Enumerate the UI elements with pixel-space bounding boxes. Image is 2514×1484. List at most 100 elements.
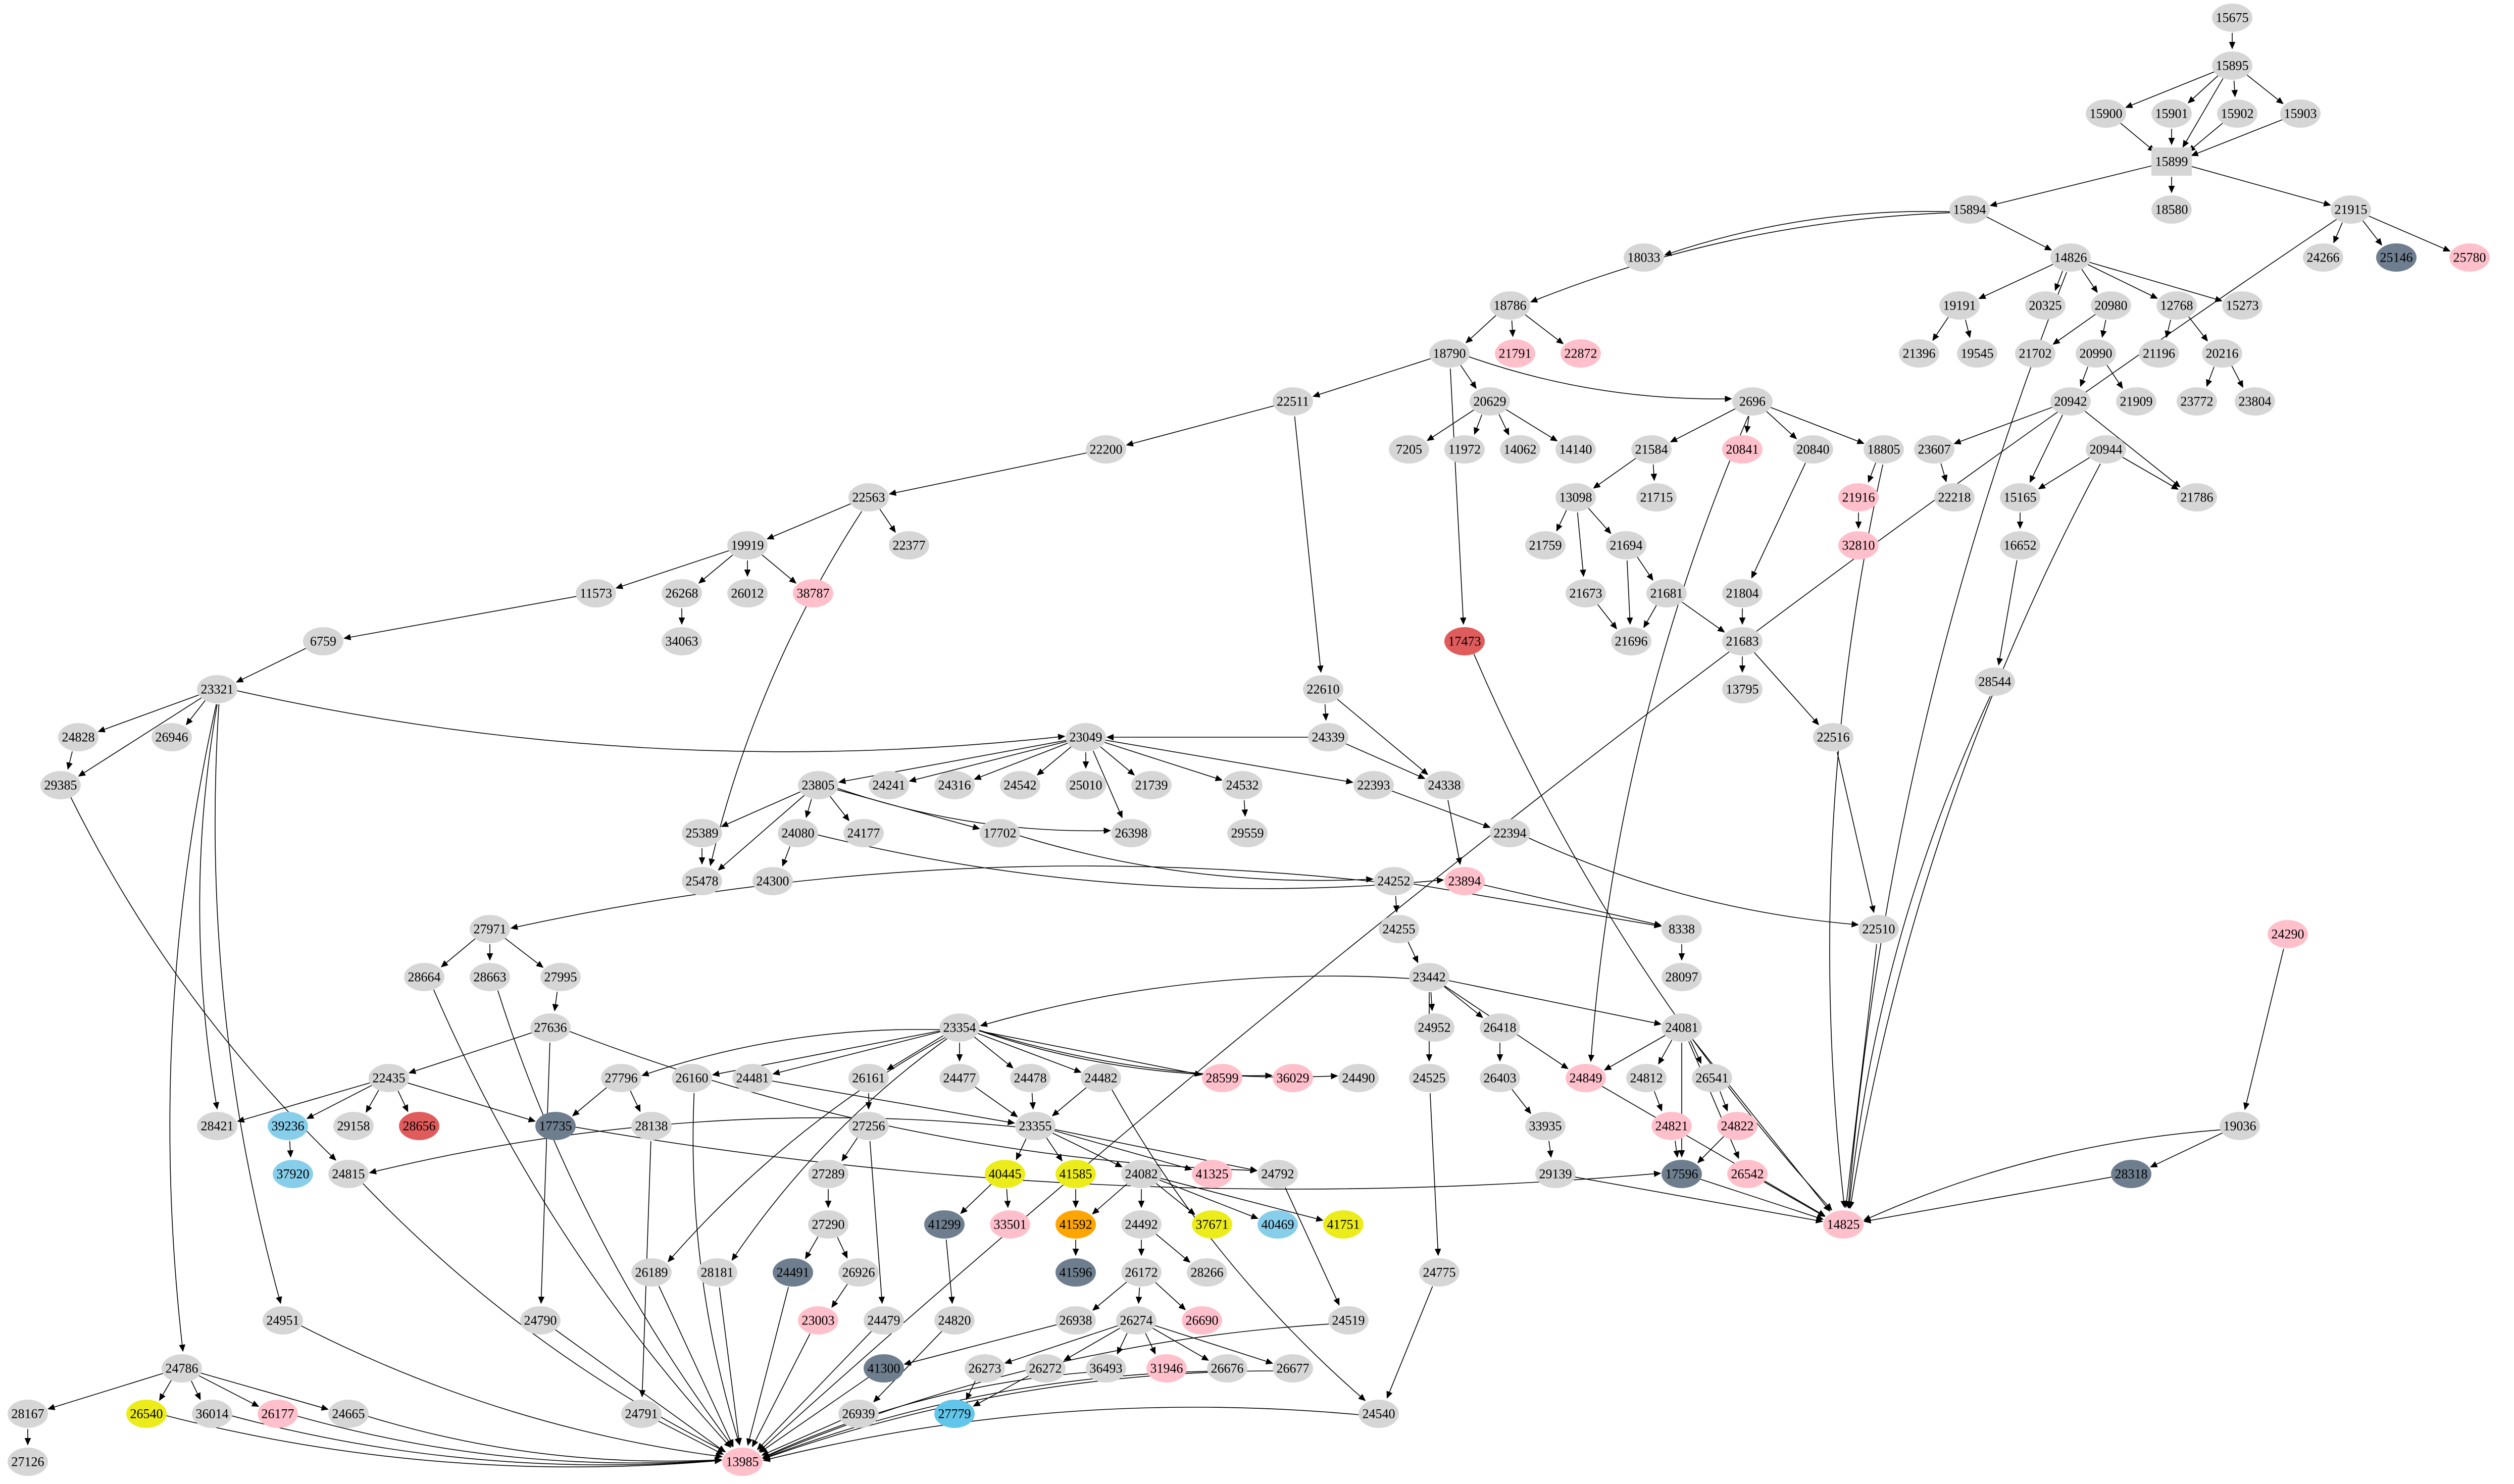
node-ellipse-shape: [1722, 675, 1763, 703]
edge-23321-24828: [97, 694, 202, 733]
node-18790: 18790: [1429, 339, 1470, 368]
node-ellipse-shape: [1328, 1306, 1369, 1335]
edge-19036-14825: [1863, 1129, 2224, 1221]
node-label: 40469: [1262, 1217, 1294, 1232]
node-36014: 36014: [192, 1400, 232, 1428]
edge-23049-22393: [1102, 739, 1354, 785]
node-ellipse-shape: [934, 1400, 975, 1428]
node-24849: 24849: [1566, 1064, 1606, 1092]
node-26172: 26172: [1121, 1258, 1162, 1287]
node-label: 21916: [1842, 490, 1875, 505]
edge-19919-11573: [615, 549, 731, 589]
node-ellipse-shape: [1379, 915, 1419, 943]
edge-22435-39236: [306, 1084, 374, 1119]
edge-17735-17596: [572, 1126, 1662, 1190]
edge-33935-29139: [1547, 1141, 1553, 1158]
node-ellipse-shape: [1662, 1013, 1702, 1042]
edge-14826-19191: [1978, 263, 2055, 299]
node-38787: 38787: [793, 579, 833, 607]
node-ellipse-shape: [672, 1064, 712, 1092]
node-26012: 26012: [727, 579, 768, 607]
edge-26541-24822: [1720, 1091, 1728, 1112]
node-ellipse-shape: [662, 579, 702, 607]
node-22510: 22510: [1858, 915, 1899, 943]
edge-26189-13985: [658, 1286, 734, 1447]
node-19919: 19919: [727, 531, 768, 559]
edge-18790-22511: [1312, 357, 1433, 398]
edge-15895-15901: [2187, 75, 2219, 104]
node-21694: 21694: [1606, 531, 1646, 559]
node-ellipse-shape: [621, 1400, 662, 1428]
node-ellipse-shape: [1055, 1258, 1096, 1287]
node-24828: 24828: [58, 723, 98, 751]
node-label: 41300: [868, 1361, 900, 1376]
node-label: 41751: [1327, 1217, 1360, 1232]
node-ellipse-shape: [1692, 1064, 1732, 1092]
node-ellipse-shape: [808, 1210, 848, 1239]
node-28664: 28664: [404, 963, 444, 991]
edge-23049-24241: [909, 740, 1070, 783]
node-ellipse-shape: [1636, 483, 1677, 511]
node-label: 24252: [1378, 874, 1411, 889]
node-label: 27256: [852, 1119, 885, 1134]
edge-27256-24479: [869, 1141, 885, 1304]
node-label: 24338: [1428, 778, 1461, 793]
node-ellipse-shape: [793, 579, 833, 607]
node-label: 15900: [2090, 107, 2123, 121]
node-ellipse-shape: [1055, 1306, 1096, 1335]
node-24477: 24477: [939, 1064, 980, 1092]
node-24812: 24812: [1626, 1064, 1667, 1092]
node-24952: 24952: [1414, 1013, 1454, 1042]
edge-23894-8338: [1481, 884, 1662, 927]
edge-14826-12768: [2086, 263, 2158, 299]
edge-23805-25389: [721, 790, 802, 827]
node-label: 23772: [2181, 394, 2214, 409]
node-ellipse-shape: [530, 1013, 571, 1042]
node-ellipse-shape: [697, 1258, 737, 1287]
node-27126: 27126: [8, 1448, 48, 1476]
node-label: 34063: [666, 634, 698, 649]
node-41300: 41300: [864, 1354, 904, 1383]
edge-26172-26274: [1135, 1287, 1142, 1304]
node-label: 24821: [1655, 1119, 1688, 1134]
edge-19919-38787: [761, 554, 797, 584]
node-ellipse-shape: [1207, 1354, 1247, 1383]
node-ellipse-shape: [1258, 1210, 1298, 1239]
node-21696: 21696: [1611, 627, 1651, 655]
node-label: 28421: [201, 1119, 234, 1134]
edge-24821-17596: [1673, 1141, 1680, 1158]
node-29385: 29385: [40, 771, 81, 799]
edge-23442-26418: [1443, 985, 1483, 1018]
node-label: 28266: [1191, 1265, 1224, 1280]
node-ellipse-shape: [2217, 99, 2257, 128]
node-ellipse-shape: [1131, 771, 1172, 799]
node-ellipse-shape: [1626, 1064, 1667, 1092]
node-label: 25146: [2380, 250, 2413, 265]
node-label: 26938: [1060, 1313, 1092, 1328]
edge-20944-15165: [2038, 456, 2091, 490]
node-label: 23355: [1019, 1119, 1052, 1134]
edge-39236-37920: [287, 1141, 294, 1158]
node-label: 15901: [2155, 107, 2188, 121]
edge-22563-25478: [709, 511, 863, 866]
node-label: 22563: [852, 490, 885, 505]
node-28656: 28656: [399, 1112, 439, 1140]
node-24792: 24792: [1258, 1160, 1298, 1188]
node-ellipse-shape: [1444, 867, 1485, 895]
node-label: 7205: [1396, 442, 1422, 457]
node-26272: 26272: [1025, 1354, 1066, 1383]
node-label: 18786: [1494, 298, 1527, 313]
node-19191: 19191: [1939, 291, 1980, 320]
node-ellipse-shape: [1121, 1210, 1162, 1239]
node-41592: 41592: [1055, 1210, 1096, 1239]
node-label: 20216: [2206, 346, 2239, 361]
node-41596: 41596: [1055, 1258, 1096, 1287]
node-ellipse-shape: [2091, 291, 2131, 320]
node-15165: 15165: [2000, 483, 2040, 511]
edge-26274-26676: [1151, 1327, 1210, 1361]
edge-19036-28318: [2150, 1132, 2225, 1168]
node-24791: 24791: [621, 1400, 662, 1428]
node-ellipse-shape: [1662, 915, 1702, 943]
edge-24082-37671: [1155, 1182, 1195, 1215]
node-ellipse-shape: [2086, 99, 2126, 128]
